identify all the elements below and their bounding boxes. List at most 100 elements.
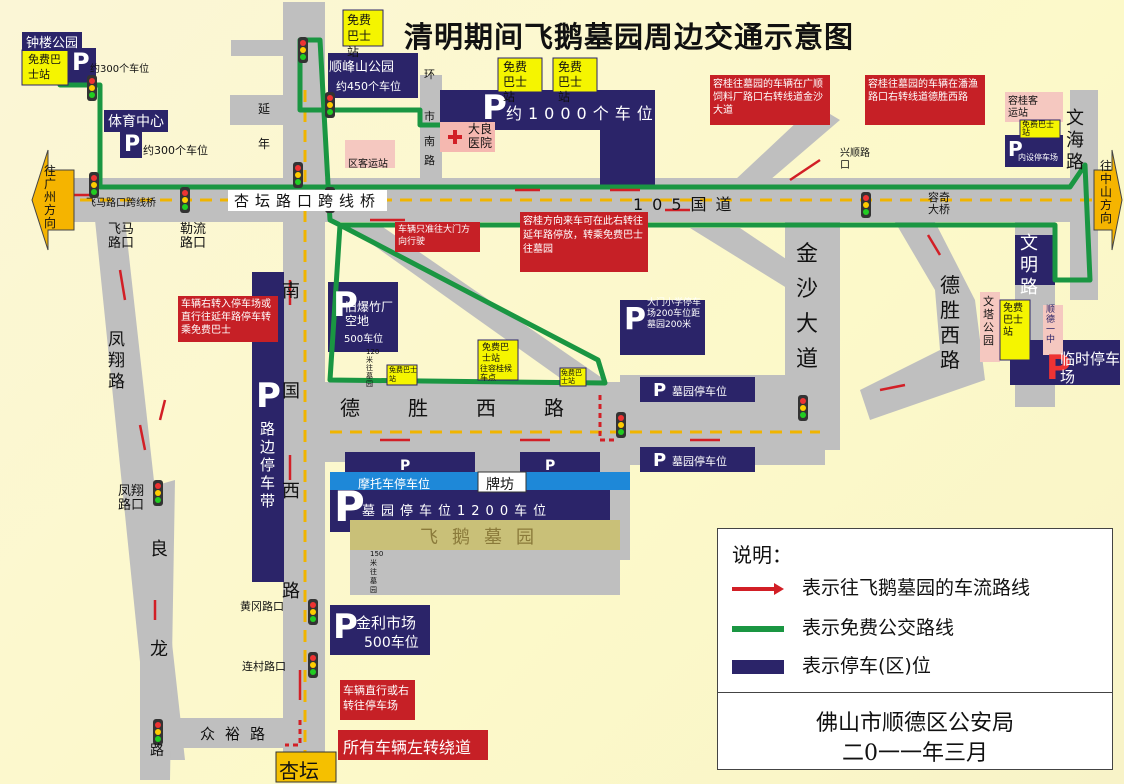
note-7: 所有车辆左转绕道: [343, 738, 472, 757]
roadside-parking: 路边停车带: [260, 420, 276, 510]
rongqi-keyun-box: [1005, 92, 1063, 122]
bus-route-line: [57, 37, 1093, 386]
wenta-box: [980, 292, 1000, 362]
huan-label: 环: [424, 68, 435, 81]
gate-line: [598, 395, 615, 442]
note-5: 车辆右转入停车场或直行往延年路停车转乘免费巴士: [181, 299, 271, 336]
feima-overpass-label: 飞马路口跨线桥: [86, 198, 156, 209]
hospital-place: 大良医院: [468, 122, 493, 150]
qukeyun-place: 区客运站: [348, 159, 388, 170]
traffic-arrows: [60, 158, 942, 700]
east-direction-label: 往中山方向: [1100, 159, 1113, 225]
road-lu-label: 路: [150, 743, 164, 759]
rongqi-keyun-place: 容桂客运站: [1008, 96, 1038, 119]
school-place: 顺德一中: [1046, 305, 1056, 345]
legend-blue-row: 表示停车(区)位: [732, 651, 931, 678]
note-box-6: [340, 680, 415, 720]
parking-areas: [68, 48, 1120, 655]
west-direction-arrow: [31, 149, 75, 251]
huanggang-junction: 黄冈路口: [240, 600, 284, 613]
long-label: 龙: [150, 639, 168, 660]
xingtan-junction: 杏坛: [279, 759, 319, 783]
legend-red-text: 表示往飞鹅墓园的车流路线: [802, 577, 1031, 599]
temp-parking: 临时停车场: [1060, 350, 1121, 386]
note-2: 容桂往墓园的车辆在潘渔路口右转线道德胜西路: [868, 79, 978, 103]
big-parking: 约1000个车位: [506, 104, 659, 123]
qukeyun-box: [345, 140, 395, 168]
pailou-box: [477, 471, 527, 493]
bus-stop-label-1: 免费巴士站: [28, 53, 61, 81]
baozhu-dist: 120米往墓园: [366, 348, 380, 388]
shunfeng-parking-count: 约450个车位: [336, 80, 401, 93]
liancun-junction: 连村路口: [242, 660, 286, 673]
note-box-7: [338, 730, 488, 760]
xingshun-label: 兴顺路口: [840, 148, 870, 171]
rongqi-bridge-label: 容奇大桥: [928, 191, 950, 216]
bus-stop-label-2: 免费巴士站: [347, 13, 372, 59]
yan-label: 延: [258, 102, 271, 116]
legend-org: 佛山市顺德区公安局: [815, 711, 1014, 736]
note-3: 容桂方向来车可在此右转往延年路停放，转乘免费巴士往墓园: [523, 216, 643, 255]
lejin-junction: 勒流路口: [180, 222, 207, 251]
lu-label: 路: [424, 154, 435, 167]
note-4: 车辆只准往大门方向行驶: [398, 225, 471, 247]
note-box-2: [865, 75, 985, 125]
wenta-place: 文塔公园: [983, 295, 994, 347]
west-direction-label: 往广州方向: [44, 164, 57, 230]
pailou-place: 牌坊: [486, 477, 514, 493]
jinli-parking-count: 500车位: [364, 635, 419, 651]
note-box-5: [178, 296, 278, 342]
cemetery-area: [350, 520, 620, 550]
legend: 说明： 表示往飞鹅墓园的车流路线 表示免费公交路线 表示停车(区)位 佛山市顺德…: [717, 528, 1113, 770]
legend-date: 二0一一年三月: [842, 741, 988, 766]
bus-stop-label-8: 免费巴士站: [1022, 120, 1054, 137]
legend-red-row: 表示往飞鹅墓园的车流路线: [732, 573, 1030, 600]
bus-stop-label-3: 免费巴士站: [503, 60, 528, 104]
nian-label: 年: [258, 137, 271, 151]
bus-stop-label-7: 免费巴士站: [561, 369, 582, 385]
feima-junction: 飞马路口: [108, 222, 135, 251]
nan-label: 南: [424, 135, 435, 148]
liang-label: 良: [150, 539, 168, 560]
bus-stops: [21, 9, 1061, 387]
baozhu-parking-count: 500车位: [344, 334, 384, 345]
desheng-label: 德胜西路: [340, 396, 612, 420]
fengxiang-junction: 凤翔路口: [118, 484, 145, 513]
cemetery-parking: 墓园停车位1200车位: [362, 504, 553, 519]
shi-label: 市: [424, 110, 435, 123]
shunfeng-place: 顺峰山公园: [329, 60, 395, 75]
moto-parking-label: 摩托车停车位: [358, 477, 431, 491]
bus-stop-label-4: 免费巴士站: [558, 60, 583, 104]
xingtan-overpass-label: 杏坛路口跨线桥: [228, 190, 388, 211]
cem-east2-parking: 墓园停车位: [672, 455, 727, 468]
legend-green-row: 表示免费公交路线: [732, 613, 954, 640]
note-box-4: [395, 222, 480, 252]
note-6: 车辆直行或右转往停车场: [343, 684, 409, 712]
school-parking: 大门小学停车场200车位距墓园200米: [647, 298, 702, 330]
zhongyu-label: 众裕路: [200, 725, 276, 743]
note-1: 容桂往墓园的车辆在广顺饲料厂路口右转线道金沙大道: [713, 79, 823, 116]
zhonglou-place: 钟楼公园: [22, 32, 83, 51]
bus-stop-label-5: 免费巴士站: [389, 366, 417, 383]
desheng-east-label: 德胜西路: [940, 273, 960, 372]
legend-blue-text: 表示停车(区)位: [802, 655, 931, 677]
note-box-3: [520, 212, 648, 272]
bus-stop-label-6: 免费巴士站: [482, 343, 510, 364]
legend-green-text: 表示免费公交路线: [802, 617, 955, 639]
nanguo-label: 南国西路: [282, 281, 300, 602]
jinli-parking: 金利市场: [356, 614, 417, 632]
school-box: [1043, 305, 1063, 355]
jinsha-label: 金沙大道: [796, 242, 819, 372]
cem-east1-parking: 墓园停车位: [672, 385, 727, 398]
xingtan-box: [275, 751, 337, 783]
fengxiang-label: 凤翔路: [108, 330, 125, 392]
tiyu-place: 体育中心: [104, 110, 168, 132]
note-box-1: [710, 75, 830, 125]
bus-wait-label: 往容桂候车点: [480, 364, 512, 382]
inside-parking: 内设停车场: [1018, 153, 1058, 162]
map-title: 清明期间飞鹅墓园周边交通示意图: [404, 20, 855, 54]
wenhai-label: 文海路: [1066, 108, 1084, 173]
bus-stop-label-9: 免费巴士站: [1003, 303, 1023, 338]
